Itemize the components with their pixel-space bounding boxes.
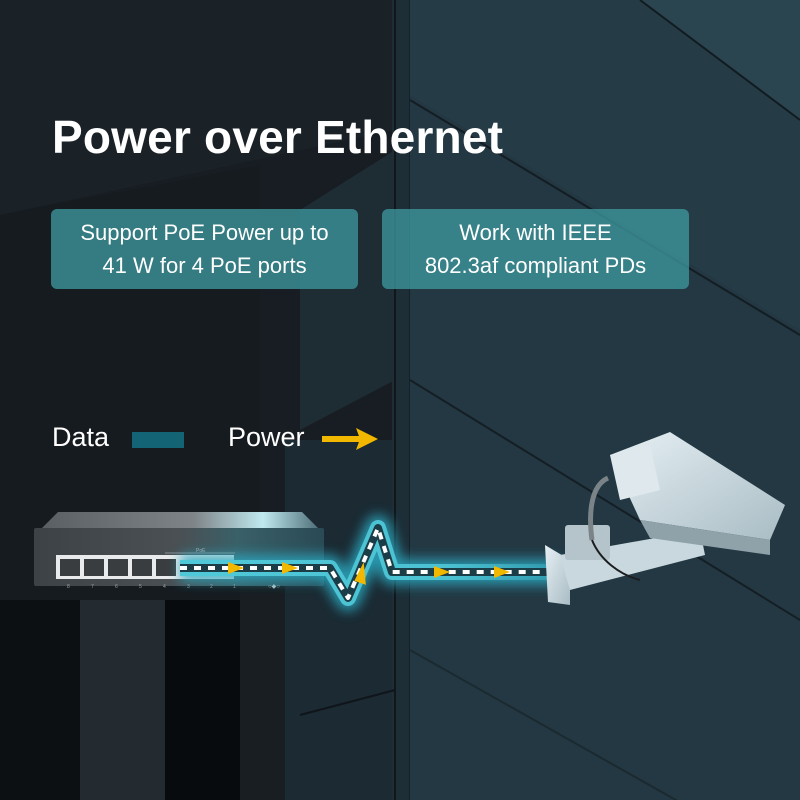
svg-text:2: 2 <box>210 584 213 590</box>
svg-text:3: 3 <box>187 584 190 590</box>
svg-text:8: 8 <box>67 584 70 590</box>
page-title: Power over Ethernet <box>52 111 504 163</box>
feature-card-line: Support PoE Power up to <box>80 220 329 245</box>
feature-card-poe-power: Support PoE Power up to 41 W for 4 PoE p… <box>51 209 358 289</box>
legend-data-label: Data <box>52 422 110 452</box>
data-swatch-icon <box>132 432 184 448</box>
feature-card-line: 41 W for 4 PoE ports <box>102 253 307 278</box>
svg-text:5: 5 <box>139 584 142 590</box>
svg-text:○◆○: ○◆○ <box>268 584 280 590</box>
feature-card-ieee-compliance: Work with IEEE 802.3af compliant PDs <box>382 209 689 289</box>
svg-text:6: 6 <box>115 584 118 590</box>
feature-card-line: 802.3af compliant PDs <box>424 253 647 278</box>
svg-text:PoE: PoE <box>196 548 206 554</box>
power-arrow-icon <box>322 428 378 450</box>
legend-power-label: Power <box>228 422 305 452</box>
poe-cable <box>180 515 560 611</box>
svg-text:1: 1 <box>233 584 236 590</box>
svg-text:4: 4 <box>163 584 166 590</box>
power-flow-arrows <box>228 562 510 585</box>
svg-text:7: 7 <box>91 584 94 590</box>
security-camera <box>545 432 785 605</box>
feature-card-line: Work with IEEE <box>459 220 612 245</box>
